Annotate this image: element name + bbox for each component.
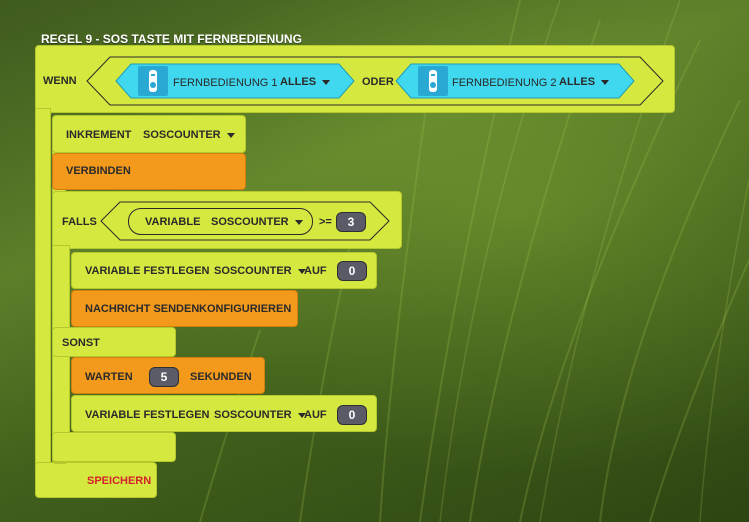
if-variable-label: VARIABLE: [145, 216, 201, 228]
remote-control-icon: [418, 66, 448, 96]
save-button[interactable]: SPEICHERN: [87, 475, 152, 487]
then-to-label: AUF: [304, 265, 327, 277]
rule-title: REGEL 9 - SOS TASTE MIT FERNBEDIENUNG: [41, 32, 302, 46]
wait-label: WARTEN: [85, 371, 133, 383]
remote-1-name: FERNBEDIENUNG 1: [173, 77, 278, 89]
remote-1-selector-dropdown[interactable]: ALLES: [280, 76, 331, 88]
then-set-variable-label: VARIABLE FESTLEGEN: [85, 265, 210, 277]
then-set-variable-dropdown[interactable]: SOSCOUNTER: [214, 265, 306, 277]
remote-2-block[interactable]: [395, 63, 635, 99]
increment-label: INKREMENT: [66, 129, 132, 141]
else-label: SONST: [62, 337, 100, 349]
then-set-variable-block[interactable]: [71, 252, 377, 289]
if-variable-slot[interactable]: [128, 208, 313, 235]
or-condition-frame: [86, 56, 664, 106]
rule-footer: [35, 462, 157, 498]
connect-block[interactable]: [52, 153, 246, 190]
send-message-block[interactable]: [71, 290, 298, 327]
then-set-value-input[interactable]: 0: [337, 261, 367, 281]
if-value-input[interactable]: 3: [336, 212, 366, 232]
increment-block[interactable]: [52, 115, 246, 153]
increment-variable-dropdown[interactable]: SOSCOUNTER: [143, 129, 235, 141]
remote-2-name: FERNBEDIENUNG 2: [452, 77, 557, 89]
else-set-variable-block[interactable]: [71, 395, 377, 432]
rule-body-spine: [35, 108, 51, 496]
wait-value-input[interactable]: 5: [149, 367, 179, 387]
or-label: ODER: [362, 76, 394, 88]
send-message-target[interactable]: KONFIGURIEREN: [199, 303, 292, 315]
else-bar: [52, 327, 176, 357]
if-variable-dropdown[interactable]: SOSCOUNTER: [211, 216, 303, 228]
if-end-cap: [52, 432, 176, 462]
else-set-variable-label: VARIABLE FESTLEGEN: [85, 409, 210, 421]
else-to-label: AUF: [304, 409, 327, 421]
when-label: WENN: [43, 75, 77, 87]
else-set-variable-dropdown[interactable]: SOSCOUNTER: [214, 409, 306, 421]
connect-label: VERBINDEN: [66, 165, 131, 177]
send-message-label: NACHRICHT SENDEN: [85, 303, 200, 315]
if-label: FALLS: [62, 216, 97, 228]
wait-unit: SEKUNDEN: [190, 371, 252, 383]
if-operator[interactable]: >=: [319, 216, 332, 228]
if-condition-frame: [100, 201, 390, 241]
remote-1-block[interactable]: [115, 63, 355, 99]
remote-2-selector-dropdown[interactable]: ALLES: [559, 76, 610, 88]
else-set-value-input[interactable]: 0: [337, 405, 367, 425]
remote-control-icon: [138, 66, 168, 96]
